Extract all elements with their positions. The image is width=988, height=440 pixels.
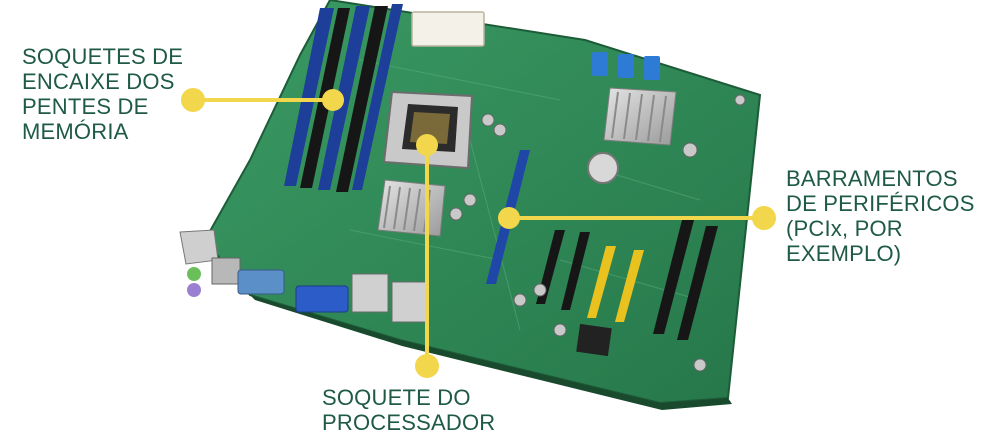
callout-dot-memory-left <box>181 88 205 112</box>
label-cpu-line-2: PROCESSADOR <box>322 410 496 435</box>
chipset <box>576 323 612 357</box>
ram-slot-4 <box>336 6 388 192</box>
sata-ports <box>592 52 660 80</box>
label-memory-line-3: PENTES DE <box>22 94 149 119</box>
callout-dot-bus-right <box>752 206 776 230</box>
label-cpu-line-1: SOQUETE DO <box>322 385 471 410</box>
heatsink-left <box>377 179 446 237</box>
pci-slot-yellow-1 <box>587 246 616 318</box>
label-memory-line-4: MEMÓRIA <box>22 119 129 144</box>
slot-black-2 <box>561 232 590 310</box>
ram-slot-5 <box>352 4 403 190</box>
capacitors <box>449 94 746 372</box>
callouts <box>181 88 776 378</box>
ram-slot-3 <box>318 6 370 190</box>
label-processor-socket: SOQUETE DO PROCESSADOR <box>322 385 495 435</box>
pci-slot-yellow-2 <box>615 250 644 322</box>
callout-dot-cpu-top <box>416 134 438 156</box>
heatsink-right <box>603 87 677 146</box>
label-memory-line-1: SOQUETES DE <box>22 44 184 69</box>
label-peripheral-buses: BARRAMENTOS DE PERIFÉRICOS (PCIx, POR EX… <box>786 166 975 266</box>
slot-black-4 <box>677 226 718 340</box>
label-bus-line-4: EXEMPLO) <box>786 241 902 266</box>
callout-dot-bus-left <box>498 207 520 229</box>
cpu-socket <box>382 90 474 170</box>
callout-dot-memory-right <box>322 89 344 111</box>
label-memory-line-2: ENCAIXE DOS <box>22 69 175 94</box>
callout-dot-cpu-bottom <box>415 354 439 378</box>
label-bus-line-1: BARRAMENTOS <box>786 166 958 191</box>
label-bus-line-2: DE PERIFÉRICOS <box>786 191 975 216</box>
cmos-battery <box>587 152 619 184</box>
label-memory-slots: SOQUETES DE ENCAIXE DOS PENTES DE MEMÓRI… <box>22 44 183 144</box>
label-bus-line-3: (PCIx, POR <box>786 216 903 241</box>
motherboard-pcb <box>203 0 762 405</box>
ram-slot-1 <box>284 8 334 186</box>
slot-black-3 <box>653 220 694 334</box>
atx-power-connector <box>411 11 485 47</box>
